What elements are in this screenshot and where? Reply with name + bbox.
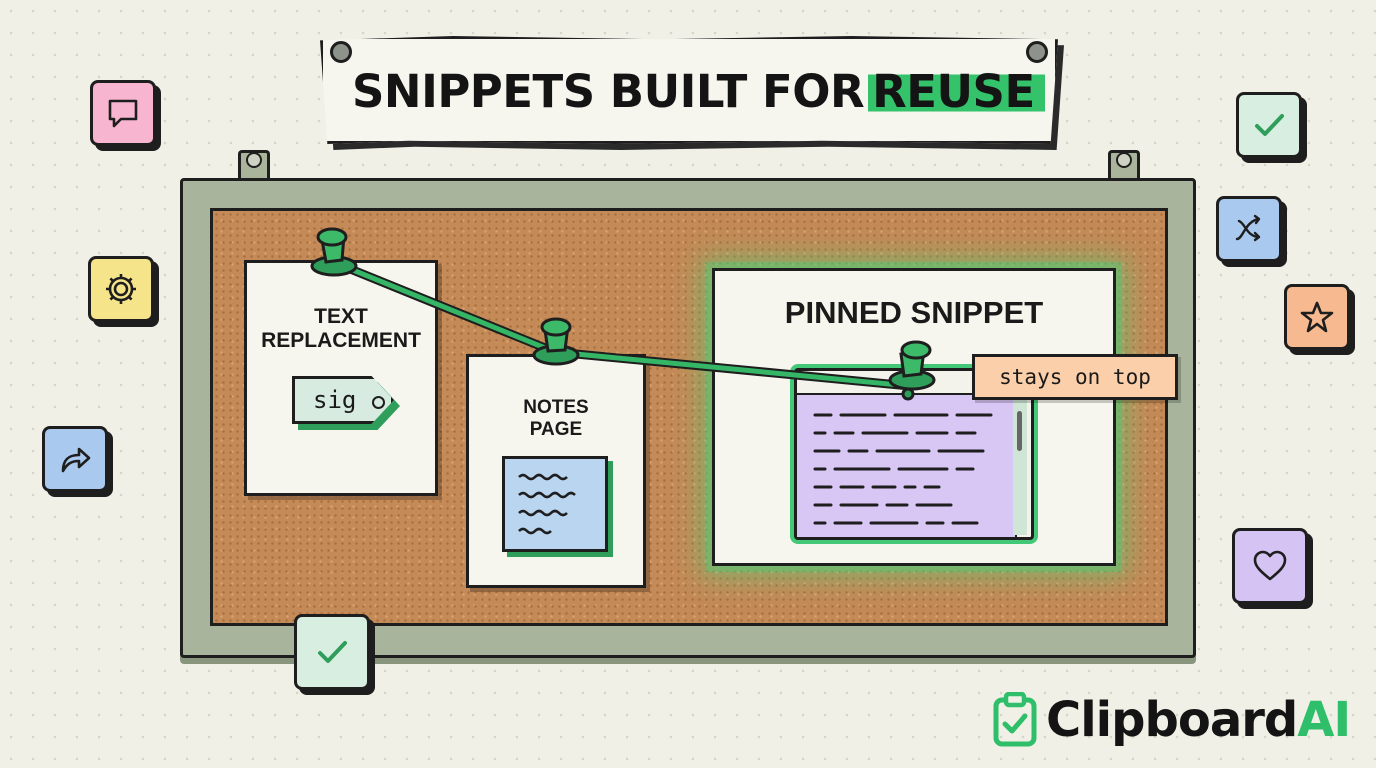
clipboard-check-icon bbox=[993, 692, 1037, 747]
push-pin-icon bbox=[888, 340, 936, 401]
star-tile[interactable] bbox=[1284, 284, 1350, 350]
shuffle-tile[interactable] bbox=[1216, 196, 1282, 262]
card-title-line: TEXT bbox=[314, 305, 368, 328]
checkmark-tile-top[interactable] bbox=[1236, 92, 1302, 158]
tag-hole bbox=[372, 396, 385, 409]
star-icon bbox=[1300, 301, 1334, 333]
gear-icon bbox=[106, 274, 136, 304]
share-arrow-tile[interactable] bbox=[42, 426, 108, 492]
card-notes-page[interactable]: NOTES PAGE bbox=[466, 354, 646, 588]
speech-bubble-icon bbox=[108, 99, 138, 128]
note-thumbnail bbox=[502, 456, 608, 552]
checkmark-icon bbox=[318, 641, 347, 663]
scrollbar-thumb[interactable] bbox=[1017, 411, 1022, 451]
card-title-line: REPLACEMENT bbox=[261, 329, 421, 353]
snippet-text-lines-icon bbox=[813, 413, 993, 525]
snippet-scrollbar[interactable] bbox=[1013, 393, 1027, 535]
checkmark-tile-bottom[interactable] bbox=[294, 614, 370, 690]
card-notes-page-title: NOTES PAGE bbox=[469, 397, 643, 441]
snippet-content bbox=[797, 393, 1017, 537]
title-text: SNIPPETS BUILT FOR bbox=[352, 65, 865, 118]
heart-icon bbox=[1253, 550, 1287, 581]
screw-icon bbox=[1116, 152, 1132, 168]
banner-nail-right bbox=[1026, 41, 1048, 63]
brand-name: Clipboard bbox=[1046, 692, 1298, 748]
brand-suffix: AI bbox=[1297, 692, 1351, 748]
heart-tile[interactable] bbox=[1232, 528, 1308, 604]
title-highlight: REUSE bbox=[868, 65, 1045, 118]
card-pinned-snippet-title: PINNED SNIPPET bbox=[784, 295, 1044, 330]
gear-tile[interactable] bbox=[88, 256, 154, 322]
push-pin-icon bbox=[310, 227, 358, 277]
share-arrow-icon bbox=[61, 447, 91, 473]
card-title-line: PAGE bbox=[529, 418, 583, 440]
shuffle-arrows-icon bbox=[1235, 214, 1261, 242]
brand-logo[interactable]: ClipboardAI bbox=[1046, 690, 1351, 750]
scribble-lines-icon bbox=[518, 473, 576, 535]
banner-nail-left bbox=[330, 41, 352, 63]
screw-icon bbox=[246, 152, 262, 168]
push-pin-icon bbox=[532, 317, 580, 366]
speech-bubble-tile[interactable] bbox=[90, 80, 156, 146]
card-title-line: NOTES bbox=[523, 397, 589, 418]
card-text-replacement-title: TEXT REPLACEMENT bbox=[247, 305, 435, 353]
checkmark-icon bbox=[1255, 114, 1284, 136]
stays-on-top-callout: stays on top bbox=[972, 354, 1178, 400]
